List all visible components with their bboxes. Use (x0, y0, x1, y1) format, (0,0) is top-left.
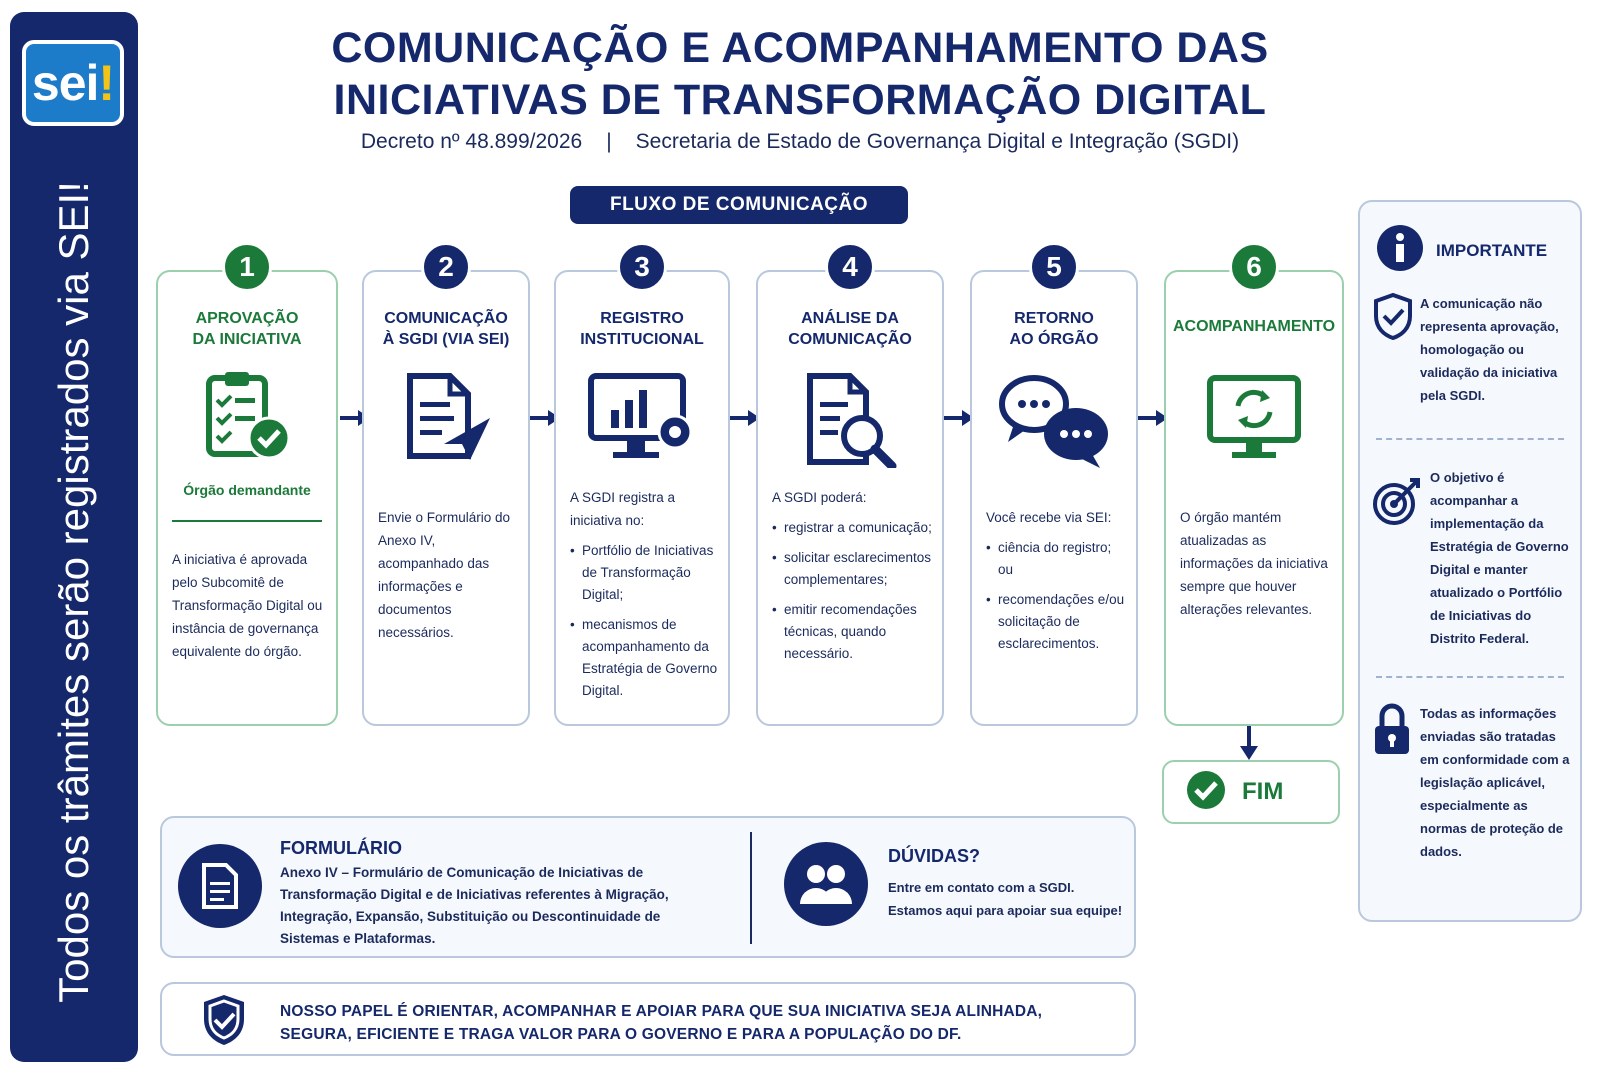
users-icon (784, 842, 868, 926)
step-number-6: 6 (1229, 242, 1279, 292)
step-text: A iniciativa é aprovada pelo Subcomitê d… (172, 552, 323, 659)
document-search-icon (800, 372, 900, 473)
important-item-2: O objetivo é acompanhar a implementação … (1372, 466, 1572, 650)
important-panel: IMPORTANTE A comunicação não representa … (1358, 200, 1582, 922)
questions-text: Entre em contato com a SGDI. Estamos aqu… (888, 876, 1122, 922)
check-circle-icon (1186, 770, 1226, 815)
dashed-divider (1376, 438, 1564, 440)
step-bullet: recomendações e/ou solicitação de esclar… (986, 589, 1128, 655)
arrow-down-icon (1238, 726, 1260, 762)
step-bullet: solicitar esclarecimentos complementares… (772, 547, 934, 591)
shield-check-icon (200, 992, 248, 1053)
important-text: Todas as informações enviadas são tratad… (1420, 706, 1570, 859)
monitor-refresh-icon (1204, 372, 1304, 469)
step-title: ACOMPANHAMENTO (1172, 318, 1336, 335)
subtitle-separator: | (606, 130, 612, 153)
step-number-3: 3 (617, 242, 667, 292)
chat-bubbles-icon (996, 372, 1112, 473)
page-title-line1: COMUNICAÇÃO E ACOMPANHAMENTO DAS (331, 24, 1269, 72)
role-box: NOSSO PAPEL É ORIENTAR, ACOMPANHAR E APO… (160, 982, 1136, 1056)
step-bullet: mecanismos de acompanhamento da Estratég… (570, 614, 720, 702)
role-text: NOSSO PAPEL É ORIENTAR, ACOMPANHAR E APO… (280, 1000, 1114, 1046)
step-text: A SGDI poderá: registrar a comunicação; … (772, 486, 934, 665)
sidebar: sei! Todos os trâmites serão registrados… (10, 12, 138, 1062)
agency-text: Secretaria de Estado de Governança Digit… (635, 130, 1240, 153)
questions-title: DÚVIDAS? (888, 846, 981, 866)
step-number-4: 4 (825, 242, 875, 292)
important-text: O objetivo é acompanhar a implementação … (1430, 470, 1569, 646)
questions-line: Entre em contato com a SGDI. (888, 880, 1075, 895)
step-text: O órgão mantém atualizadas as informaçõe… (1180, 510, 1328, 617)
step-number-1: 1 (222, 242, 272, 292)
step-bullet: Portfólio de Iniciativas de Transformaçã… (570, 540, 720, 606)
step-bullet: registrar a comunicação; (772, 517, 934, 539)
arrow-right-icon (730, 408, 762, 428)
info-icon (1376, 224, 1424, 277)
vertical-divider (750, 832, 752, 944)
arrow-right-icon (944, 408, 976, 428)
questions-line: Estamos aqui para apoiar sua equipe! (888, 903, 1123, 918)
step-intro: A SGDI registra a iniciativa no: (570, 490, 676, 528)
end-label: FIM (1242, 778, 1284, 805)
sei-logo: sei! (22, 40, 124, 126)
document-send-icon (398, 372, 494, 469)
step-bullet: ciência do registro; ou (986, 537, 1128, 581)
padlock-icon (1372, 702, 1420, 863)
arrow-right-icon (1138, 408, 1170, 428)
sidebar-vertical-text: Todos os trâmites serão registrados via … (50, 181, 97, 1003)
form-title: FORMULÁRIO (280, 838, 402, 858)
important-item-3: Todas as informações enviadas são tratad… (1372, 702, 1572, 863)
monitor-chart-gear-icon (587, 372, 697, 471)
step-card-6: ACOMPANHAMENTO O órgão mantém atualizada… (1164, 270, 1344, 726)
step-number-5: 5 (1029, 242, 1079, 292)
important-text: A comunicação não representa aprovação, … (1420, 296, 1559, 403)
form-text: Anexo IV – Formulário de Comunicação de … (280, 865, 669, 946)
step-text: A SGDI registra a iniciativa no: Portfól… (570, 486, 720, 702)
important-item-1: A comunicação não representa aprovação, … (1372, 292, 1572, 407)
shield-check-icon (1372, 292, 1420, 407)
decree-text: Decreto nº 48.899/2026 (360, 130, 583, 153)
step-text: Você recebe via SEI: ciência do registro… (986, 506, 1128, 655)
important-header: IMPORTANTE (1376, 224, 1547, 277)
step-intro: Você recebe via SEI: (986, 510, 1112, 525)
step-number-2: 2 (421, 242, 471, 292)
page-subtitle: Decreto nº 48.899/2026 | Secretaria de Est… (160, 130, 1440, 154)
step-text: Envie o Formulário do Anexo IV, acompanh… (378, 510, 511, 640)
important-label: IMPORTANTE (1436, 240, 1548, 260)
page-title-line2: INICIATIVAS DE TRANSFORMAÇÃO DIGITAL (333, 76, 1267, 124)
flow-label: FLUXO DE COMUNICAÇÃO (570, 186, 908, 224)
clipboard-check-icon (199, 368, 295, 469)
step-intro: A SGDI poderá: (772, 490, 867, 505)
sei-logo-text: sei! (31, 55, 115, 111)
end-box: FIM (1162, 760, 1340, 824)
form-and-questions-box: FORMULÁRIO Anexo IV – Formulário de Comu… (160, 816, 1136, 958)
form-document-icon (178, 844, 262, 928)
role-line: NOSSO PAPEL É ORIENTAR, ACOMPANHAR E APO… (280, 1003, 1043, 1020)
step-subtitle: Órgão demandante (183, 482, 311, 498)
step-divider (172, 520, 322, 522)
role-line: SEGURA, EFICIENTE E TRAGA VALOR PARA O G… (280, 1026, 962, 1043)
dashed-divider (1376, 676, 1564, 678)
step-bullet: emitir recomendações técnicas, quando ne… (772, 599, 934, 665)
target-icon (1372, 466, 1430, 650)
